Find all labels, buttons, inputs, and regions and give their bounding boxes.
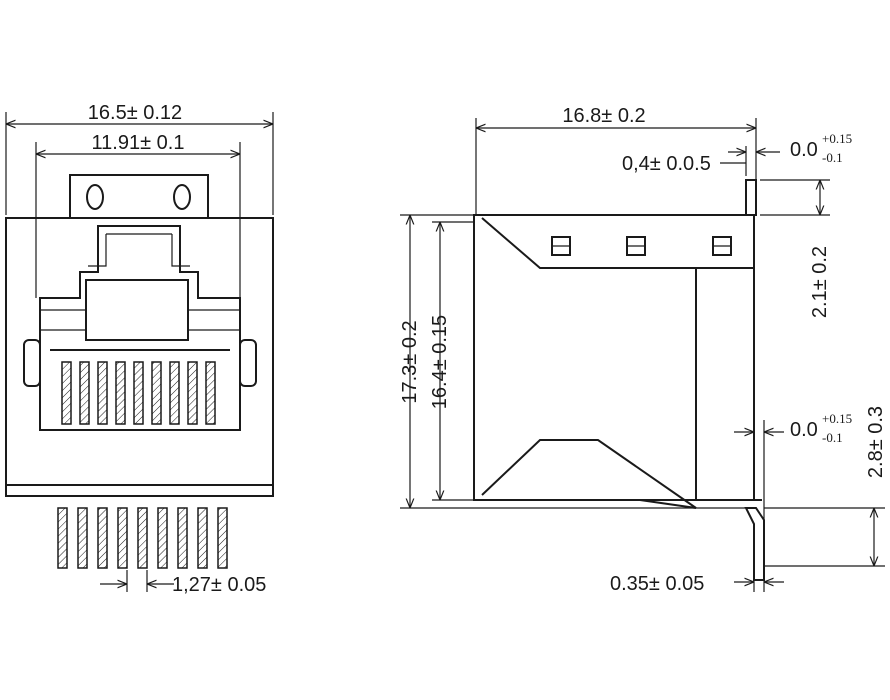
dim-overall-width: 16.5± 0.12 [88, 102, 182, 124]
dim-tab-height: 2.1± 0.2 [809, 246, 831, 318]
dim-total-height: 17.3± 0.2 [399, 320, 421, 403]
dim-top-tol-plus: +0.15 [822, 131, 852, 146]
dim-mid-tol-plus: +0.15 [822, 411, 852, 426]
dim-pin-thickness: 0.35± 0.05 [610, 573, 704, 595]
dim-inner-width: 11.91± 0.1 [92, 132, 185, 154]
front-view: 16.5± 0.12 11.91± 0.1 1,27± 0.05 [5, 102, 274, 596]
left-clip [23, 339, 41, 387]
dim-top-offset: 0,4± 0.0.5 [622, 153, 711, 175]
right-clip [239, 339, 257, 387]
front-tab-hole-left [86, 184, 104, 210]
dim-mid-tol-minus: -0.1 [822, 430, 843, 445]
dim-depth: 16.8± 0.2 [562, 105, 645, 127]
front-pins [57, 507, 228, 569]
side-pin [744, 507, 765, 581]
front-tab-hole-right [173, 184, 191, 210]
dim-pin-length: 2.8± 0.3 [865, 406, 887, 478]
side-top-tab [745, 179, 757, 216]
front-top-tab [69, 174, 209, 221]
dim-top-tol: 0.0 [790, 139, 818, 161]
front-body [5, 217, 274, 497]
dim-pin-pitch: 1,27± 0.05 [172, 574, 266, 596]
side-view: 16.8± 0.2 0.0 +0.15 -0.1 0,4± 0.0.5 2.1±… [399, 105, 887, 595]
dim-top-tol-minus: -0.1 [822, 150, 843, 165]
contact-set [61, 361, 216, 425]
dim-body-height: 16.4± 0.15 [429, 315, 451, 409]
dim-mid-tol: 0.0 [790, 419, 818, 441]
